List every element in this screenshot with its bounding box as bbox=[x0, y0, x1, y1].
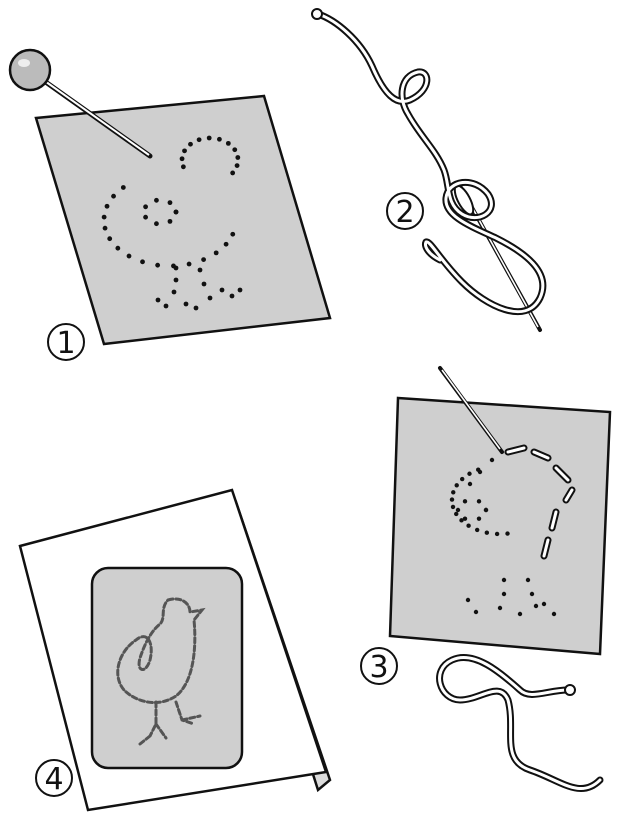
pricked-hole bbox=[102, 215, 107, 220]
pricked-hole bbox=[530, 592, 534, 596]
pricked-hole bbox=[224, 242, 229, 247]
pricked-hole bbox=[214, 250, 219, 255]
pricked-hole bbox=[187, 262, 192, 267]
pricked-hole bbox=[542, 602, 546, 606]
pricked-hole bbox=[174, 266, 179, 271]
pricked-hole bbox=[502, 592, 506, 596]
pricked-hole bbox=[174, 210, 179, 215]
pricked-hole bbox=[181, 164, 186, 169]
pricked-hole bbox=[172, 290, 177, 295]
pricked-hole bbox=[552, 612, 556, 616]
pricked-hole bbox=[143, 215, 148, 220]
pricked-hole bbox=[194, 306, 199, 311]
step-4-number: 4 bbox=[44, 762, 63, 797]
pricked-hole bbox=[505, 531, 509, 535]
pricked-hole bbox=[154, 221, 159, 226]
pricked-hole bbox=[220, 288, 225, 293]
pricked-hole bbox=[197, 137, 202, 142]
pricked-hole bbox=[526, 578, 530, 582]
pricked-hole bbox=[111, 194, 116, 199]
pricked-hole bbox=[198, 268, 203, 273]
pricked-hole bbox=[467, 472, 471, 476]
pricked-hole bbox=[127, 254, 132, 259]
pricked-hole bbox=[485, 530, 489, 534]
pricked-hole bbox=[201, 257, 206, 262]
pricked-hole bbox=[143, 204, 148, 209]
pricked-hole bbox=[188, 142, 193, 147]
pricked-hole bbox=[498, 606, 502, 610]
pricked-hole bbox=[217, 137, 222, 142]
step-3-panel: 3 bbox=[361, 368, 610, 789]
pricked-hole bbox=[121, 185, 126, 190]
pricked-hole bbox=[463, 516, 467, 520]
pricked-hole bbox=[115, 246, 120, 251]
step-1-panel: 1 bbox=[10, 50, 330, 361]
pricked-hole bbox=[182, 148, 187, 153]
pricked-hole bbox=[478, 470, 482, 474]
pricked-hole bbox=[455, 483, 459, 487]
pricked-hole bbox=[451, 505, 455, 509]
pricked-hole bbox=[454, 512, 458, 516]
pricked-hole bbox=[238, 288, 243, 293]
pricked-hole bbox=[450, 497, 454, 501]
loose-thread-icon bbox=[440, 657, 600, 788]
pricked-hole bbox=[534, 604, 538, 608]
pricked-hole bbox=[456, 508, 460, 512]
pricked-hole bbox=[232, 147, 237, 152]
pricked-hole bbox=[105, 204, 110, 209]
pricked-hole bbox=[235, 163, 240, 168]
pricked-hole bbox=[174, 278, 179, 283]
pricked-hole bbox=[502, 578, 506, 582]
step-2-number: 2 bbox=[395, 195, 414, 230]
pricked-hole bbox=[484, 508, 488, 512]
pricked-hole bbox=[208, 296, 213, 301]
pricked-hole bbox=[466, 598, 470, 602]
pricked-hole bbox=[107, 236, 112, 241]
pricked-hole bbox=[230, 232, 235, 237]
step-2-panel: 2 bbox=[312, 9, 543, 330]
pricked-hole bbox=[490, 458, 494, 462]
pricked-hole bbox=[230, 171, 235, 176]
pricked-paper bbox=[36, 96, 330, 344]
pricked-hole bbox=[235, 155, 240, 160]
pricked-hole bbox=[154, 198, 159, 203]
pricked-hole bbox=[477, 499, 481, 503]
pricked-hole bbox=[202, 282, 207, 287]
pricked-hole bbox=[168, 219, 173, 224]
pricked-hole bbox=[180, 156, 185, 161]
pricked-hole bbox=[463, 499, 467, 503]
pricked-hole bbox=[140, 259, 145, 264]
thread-icon bbox=[312, 9, 543, 312]
pricked-hole bbox=[226, 141, 231, 146]
pricked-hole bbox=[460, 477, 464, 481]
pricked-hole bbox=[475, 528, 479, 532]
pricked-hole bbox=[207, 136, 212, 141]
pricked-hole bbox=[474, 610, 478, 614]
pricked-hole bbox=[468, 482, 472, 486]
pricked-hole bbox=[155, 263, 160, 268]
pricked-hole bbox=[477, 516, 481, 520]
pricked-hole bbox=[156, 298, 161, 303]
pricked-hole bbox=[466, 524, 470, 528]
step-4-panel: 4 bbox=[20, 490, 330, 810]
pricked-hole bbox=[518, 612, 522, 616]
pricked-hole bbox=[168, 200, 173, 205]
stitching-paper bbox=[390, 398, 610, 654]
pricked-hole bbox=[230, 294, 235, 299]
pricked-hole bbox=[451, 490, 455, 494]
pricked-hole bbox=[103, 226, 108, 231]
step-3-number: 3 bbox=[369, 650, 388, 685]
pricked-hole bbox=[184, 302, 189, 307]
step-1-number: 1 bbox=[56, 326, 75, 361]
pricked-hole bbox=[164, 304, 169, 309]
pricked-hole bbox=[495, 532, 499, 536]
